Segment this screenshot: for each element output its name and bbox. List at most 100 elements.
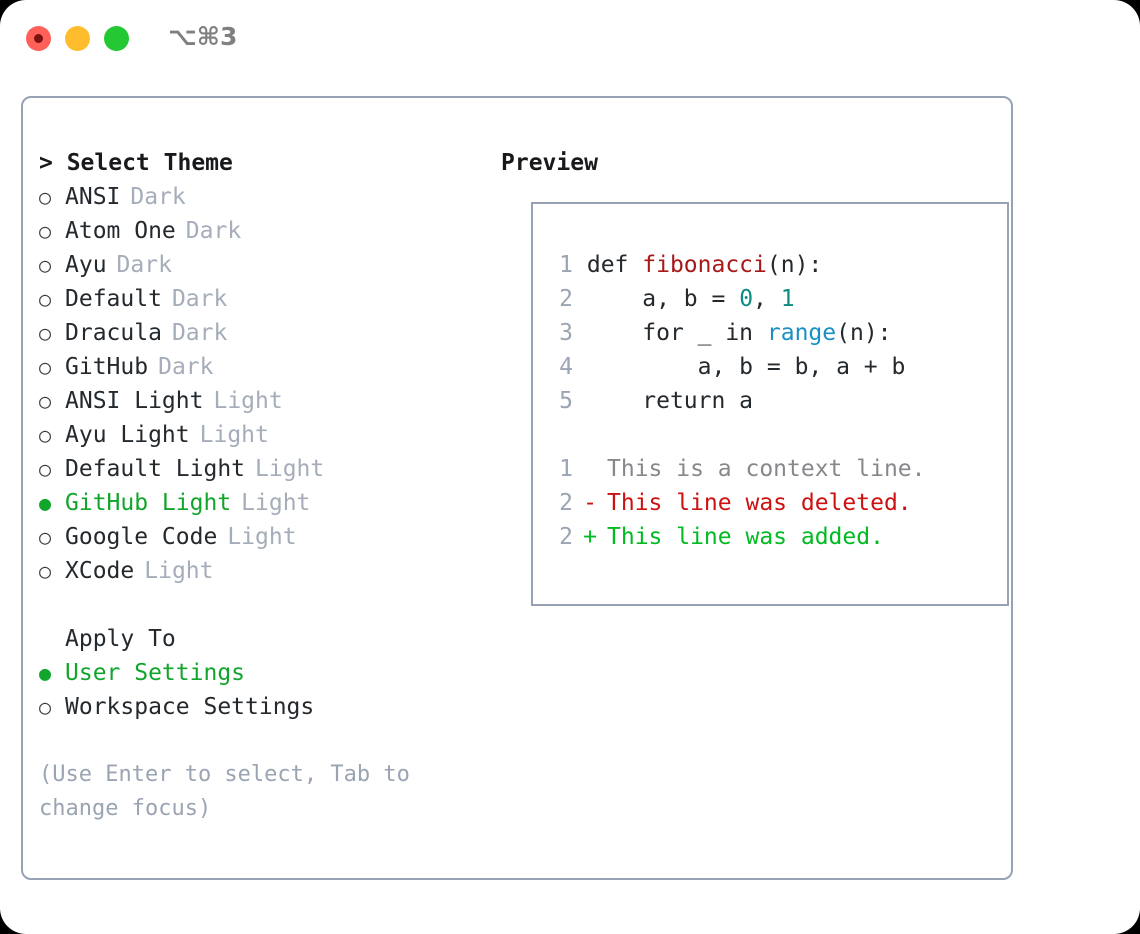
radio-unselected-icon[interactable]: ○ xyxy=(39,185,52,209)
theme-variant-badge: Light xyxy=(255,456,325,482)
radio-unselected-icon[interactable]: ○ xyxy=(39,355,52,379)
theme-variant-badge: Light xyxy=(213,388,283,414)
code-token-plain: a, b = xyxy=(586,286,740,312)
radio-unselected-icon[interactable]: ○ xyxy=(39,423,52,447)
diff-sign-marker: - xyxy=(583,490,597,516)
diff-line-text: This line was added. xyxy=(607,524,884,550)
radio-unselected-icon[interactable]: ○ xyxy=(39,321,52,345)
theme-option-ansi-light[interactable]: ○ ANSI Light Light xyxy=(39,384,479,418)
theme-option-label: Default Light xyxy=(65,456,246,482)
diff-line-text: This line was deleted. xyxy=(607,490,912,516)
diff-line-add: 2 + This line was added. xyxy=(551,520,926,554)
code-gutter-space xyxy=(573,286,587,312)
theme-variant-badge: Dark xyxy=(171,286,228,312)
theme-variant-badge: Dark xyxy=(116,252,172,278)
radio-selected-icon[interactable]: ● xyxy=(39,491,52,515)
radio-unselected-icon[interactable]: ○ xyxy=(39,457,52,481)
code-token-num: 1 xyxy=(780,286,795,312)
radio-unselected-icon[interactable]: ○ xyxy=(39,253,52,277)
code-line-number: 3 xyxy=(559,320,573,346)
theme-variant-badge: Light xyxy=(199,422,269,448)
preview-column: Preview 1 def fibonacci(n):2 a, b = 0, 1… xyxy=(501,146,1009,606)
theme-option-label: GitHub xyxy=(65,354,149,380)
theme-option-github[interactable]: ○ GitHub Dark xyxy=(39,350,479,384)
theme-option-label: Ayu Light xyxy=(65,422,190,448)
theme-option-default[interactable]: ○ Default Dark xyxy=(39,282,479,316)
apply-to-heading: Apply To xyxy=(65,626,176,652)
code-token-plain: a, b = b, a + b xyxy=(586,354,906,380)
code-line-number: 5 xyxy=(559,388,573,414)
diff-line-number: 2 xyxy=(559,490,573,516)
code-token-call: range xyxy=(766,320,837,346)
code-token-num: 0 xyxy=(739,286,754,312)
diff-line-number: 2 xyxy=(559,524,573,550)
theme-variant-badge: Light xyxy=(241,490,311,516)
theme-variant-badge: Light xyxy=(227,524,297,550)
diff-line-number: 1 xyxy=(559,456,573,482)
theme-option-atom-one[interactable]: ○ Atom One Dark xyxy=(39,214,479,248)
theme-option-label: Atom One xyxy=(65,218,176,244)
close-window-button[interactable] xyxy=(26,26,51,51)
theme-option-label: ANSI xyxy=(65,184,121,210)
select-theme-heading: > Select Theme xyxy=(39,150,233,176)
code-line: 4 a, b = b, a + b xyxy=(551,350,926,384)
theme-option-ayu[interactable]: ○ Ayu Dark xyxy=(39,248,479,282)
diff-line-text: This is a context line. xyxy=(607,456,926,482)
theme-option-google-code[interactable]: ○ Google Code Light xyxy=(39,520,479,554)
code-line: 1 def fibonacci(n): xyxy=(551,248,926,282)
section-spacer xyxy=(39,588,479,622)
theme-option-label: GitHub Light xyxy=(65,490,232,516)
apply-to-option-label: Workspace Settings xyxy=(65,694,315,720)
preview-heading: Preview xyxy=(501,150,598,176)
theme-option-label: XCode xyxy=(65,558,135,584)
diff-sign-marker xyxy=(573,452,607,486)
radio-selected-icon[interactable]: ● xyxy=(39,661,52,685)
theme-option-label: Google Code xyxy=(65,524,218,550)
maximize-window-button[interactable] xyxy=(104,26,129,51)
keyboard-hint-text: (Use Enter to select, Tab to change focu… xyxy=(39,762,424,821)
theme-variant-badge: Light xyxy=(144,558,214,584)
theme-variant-badge: Dark xyxy=(185,218,242,244)
code-diff-spacer xyxy=(551,418,926,452)
code-token-plain: def xyxy=(586,252,643,278)
apply-to-option-user-settings[interactable]: ● User Settings xyxy=(39,656,479,690)
window-controls xyxy=(26,26,129,51)
code-line-number: 4 xyxy=(559,354,573,380)
theme-option-label: Default xyxy=(65,286,162,312)
code-token-plain: return a xyxy=(586,388,754,414)
theme-option-label: ANSI Light xyxy=(65,388,204,414)
keyboard-shortcut-label: ⌥⌘3 xyxy=(168,22,238,51)
code-line: 2 a, b = 0, 1 xyxy=(551,282,926,316)
code-line-number: 2 xyxy=(559,286,573,312)
apply-to-option-label: User Settings xyxy=(65,660,246,686)
code-gutter-space xyxy=(573,320,587,346)
radio-unselected-icon[interactable]: ○ xyxy=(39,389,52,413)
diff-sample: 1 This is a context line. 2-This line was… xyxy=(551,452,926,554)
apply-to-option-workspace-settings[interactable]: ○ Workspace Settings xyxy=(39,690,479,724)
radio-unselected-icon[interactable]: ○ xyxy=(39,219,52,243)
theme-option-label: Ayu xyxy=(65,252,107,278)
radio-unselected-icon[interactable]: ○ xyxy=(39,525,52,549)
code-token-plain: (n): xyxy=(766,252,823,278)
minimize-window-button[interactable] xyxy=(65,26,90,51)
radio-unselected-icon[interactable]: ○ xyxy=(39,695,52,719)
theme-option-github-light[interactable]: ● GitHub Light Light xyxy=(39,486,479,520)
radio-unselected-icon[interactable]: ○ xyxy=(39,559,52,583)
diff-sign-marker: + xyxy=(583,524,597,550)
radio-unselected-icon[interactable]: ○ xyxy=(39,287,52,311)
theme-option-default-light[interactable]: ○ Default Light Light xyxy=(39,452,479,486)
theme-option-xcode[interactable]: ○ XCode Light xyxy=(39,554,479,588)
theme-variant-badge: Dark xyxy=(158,354,214,380)
theme-option-label: Dracula xyxy=(65,320,162,346)
code-gutter-space xyxy=(573,354,587,380)
theme-option-ayu-light[interactable]: ○ Ayu Light Light xyxy=(39,418,479,452)
apply-to-option-list[interactable]: ● User Settings ○ Workspace Settings xyxy=(39,656,479,724)
